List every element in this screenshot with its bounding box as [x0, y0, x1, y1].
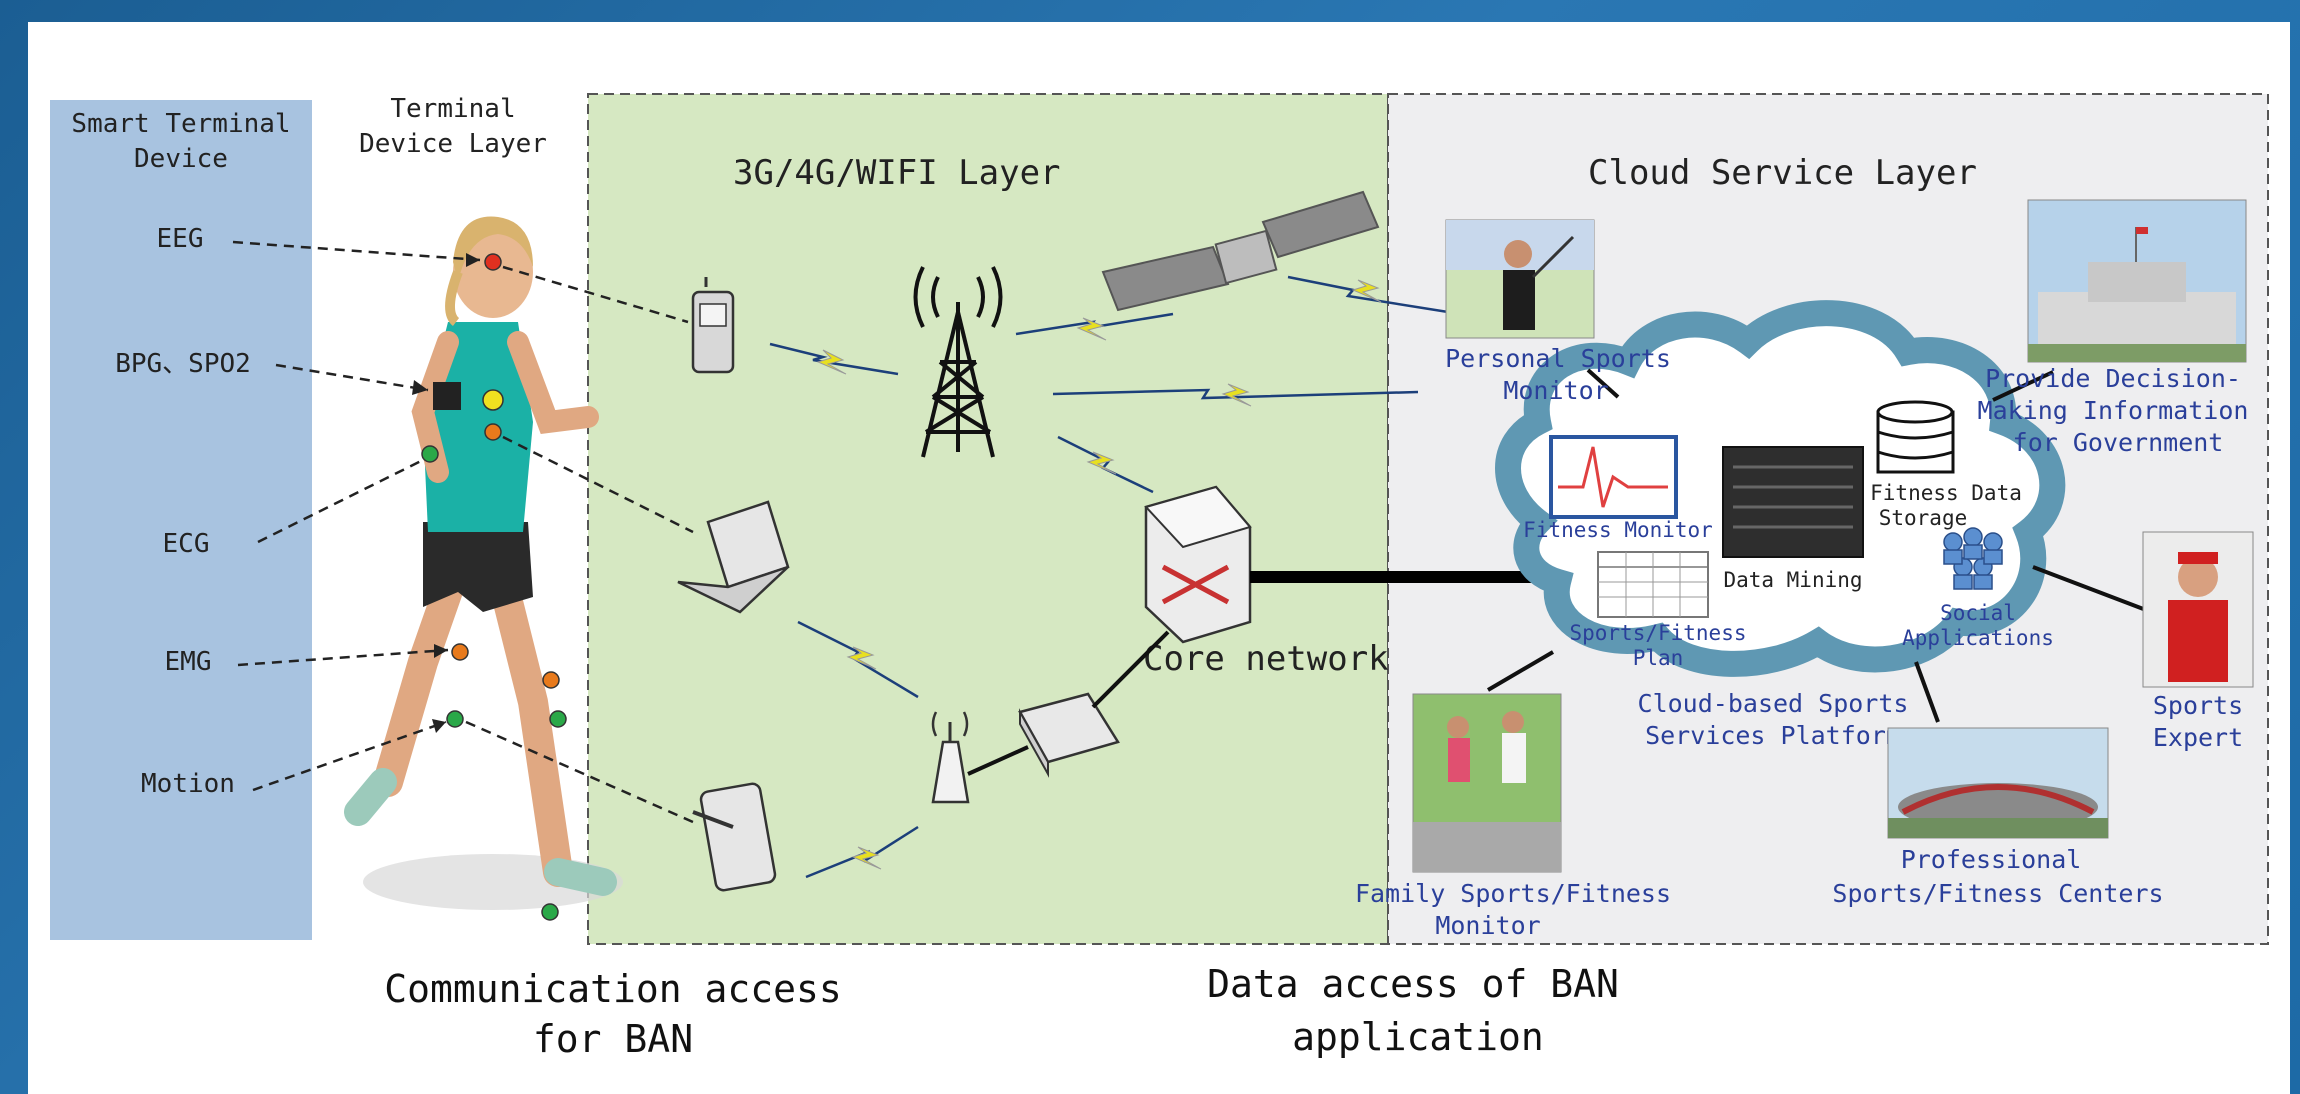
social-label-1: Social	[1940, 601, 2016, 625]
sensor-label-ecg: ECG	[163, 529, 210, 559]
storage-label-1: Fitness Data	[1870, 481, 2022, 505]
plan-label-1: Sports/Fitness	[1569, 621, 1746, 645]
family-label-2: Monitor	[1435, 911, 1540, 940]
sensor-label-emg: EMG	[165, 647, 212, 677]
caption-communication-1: Communication access	[384, 967, 842, 1011]
storage-label-2: Storage	[1879, 506, 1968, 530]
expert-label-1: Sports	[2153, 691, 2243, 720]
satellite-icon	[1101, 190, 1380, 312]
wired-links	[967, 630, 1170, 776]
cell-tower-icon	[913, 266, 1003, 458]
diagram-panel: Smart Terminal Device Terminal Device La…	[28, 22, 2290, 1094]
government-building-photo	[2027, 199, 2247, 363]
network-switch-icon	[1018, 692, 1120, 778]
golfer-photo	[1445, 219, 1595, 339]
terminal-layer-title-2: Device Layer	[359, 129, 547, 159]
government-label-3: for Government	[2013, 428, 2224, 457]
network-layer-title: 3G/4G/WIFI Layer	[733, 153, 1061, 193]
ban-architecture-diagram: Smart Terminal Device Terminal Device La…	[50, 93, 2269, 1061]
smart-terminal-panel	[50, 100, 312, 940]
fitness-monitor-icon	[1549, 435, 1678, 519]
caption-data-access-1: Data access of BAN	[1207, 962, 1619, 1006]
sensor-dot-motion-2	[549, 710, 567, 728]
sensor-dot-motion-3	[541, 903, 559, 921]
social-label-2: Applications	[1902, 626, 2054, 650]
body-device-links	[465, 265, 694, 824]
sensor-label-bpg: BPG、SPO2	[115, 349, 251, 379]
mobile-phone-icon	[691, 277, 735, 374]
smart-terminal-title-1: Smart Terminal	[71, 109, 290, 139]
sports-expert-photo	[2142, 531, 2254, 688]
family-label-1: Family Sports/Fitness	[1355, 879, 1671, 908]
runner-figure	[344, 216, 623, 910]
sensor-arrows	[232, 240, 481, 792]
plan-label-2: Plan	[1633, 646, 1684, 670]
tablet-icon	[692, 782, 777, 892]
centers-label-2: Sports/Fitness Centers	[1832, 879, 2163, 908]
sensor-label-eeg: EEG	[157, 224, 204, 254]
sensor-label-motion: Motion	[141, 769, 235, 799]
fitness-plan-calendar-icon	[1597, 551, 1709, 618]
government-label-1: Provide Decision-	[1985, 364, 2241, 393]
core-network-router-icon	[1144, 485, 1252, 644]
cloud-connectors	[1486, 368, 2147, 723]
data-mining-server-icon	[1722, 446, 1864, 558]
social-users-icon	[1943, 527, 2003, 590]
caption-data-access-2: application	[1292, 1015, 1544, 1059]
sensor-dot-spo2	[482, 389, 504, 411]
family-runners-photo	[1412, 693, 1562, 873]
sensor-dot-emg-1	[451, 643, 469, 661]
terminal-layer-title-1: Terminal	[390, 94, 515, 124]
sensor-dot-ecg	[484, 423, 502, 441]
smart-terminal-title-2: Device	[134, 144, 228, 174]
laptop-icon	[677, 500, 790, 614]
platform-label-2: Services Platform	[1645, 721, 1901, 750]
wireless-bolts	[816, 279, 1382, 870]
core-network-label: Core network	[1143, 639, 1389, 679]
data-storage-icon	[1876, 400, 1955, 474]
stadium-photo	[1887, 727, 2109, 839]
sensor-dot-emg-2	[542, 671, 560, 689]
personal-monitor-label-1: Personal Sports	[1445, 344, 1671, 373]
platform-label-1: Cloud-based Sports	[1638, 689, 1909, 718]
sensor-dot-eeg	[484, 253, 502, 271]
sensor-dot-arm	[421, 445, 439, 463]
cloud-layer-title: Cloud Service Layer	[1588, 153, 1977, 193]
fitness-monitor-label: Fitness Monitor	[1523, 518, 1713, 542]
government-label-2: Making Information	[1978, 396, 2249, 425]
sensor-dot-motion-1	[446, 710, 464, 728]
wifi-router-icon	[931, 711, 970, 804]
data-mining-label: Data Mining	[1723, 568, 1862, 592]
caption-communication-2: for BAN	[533, 1017, 693, 1061]
personal-monitor-label-2: Monitor	[1503, 376, 1608, 405]
expert-label-2: Expert	[2153, 723, 2243, 752]
centers-label-1: Professional	[1901, 845, 2082, 874]
sensor-arrowheads	[412, 253, 480, 733]
